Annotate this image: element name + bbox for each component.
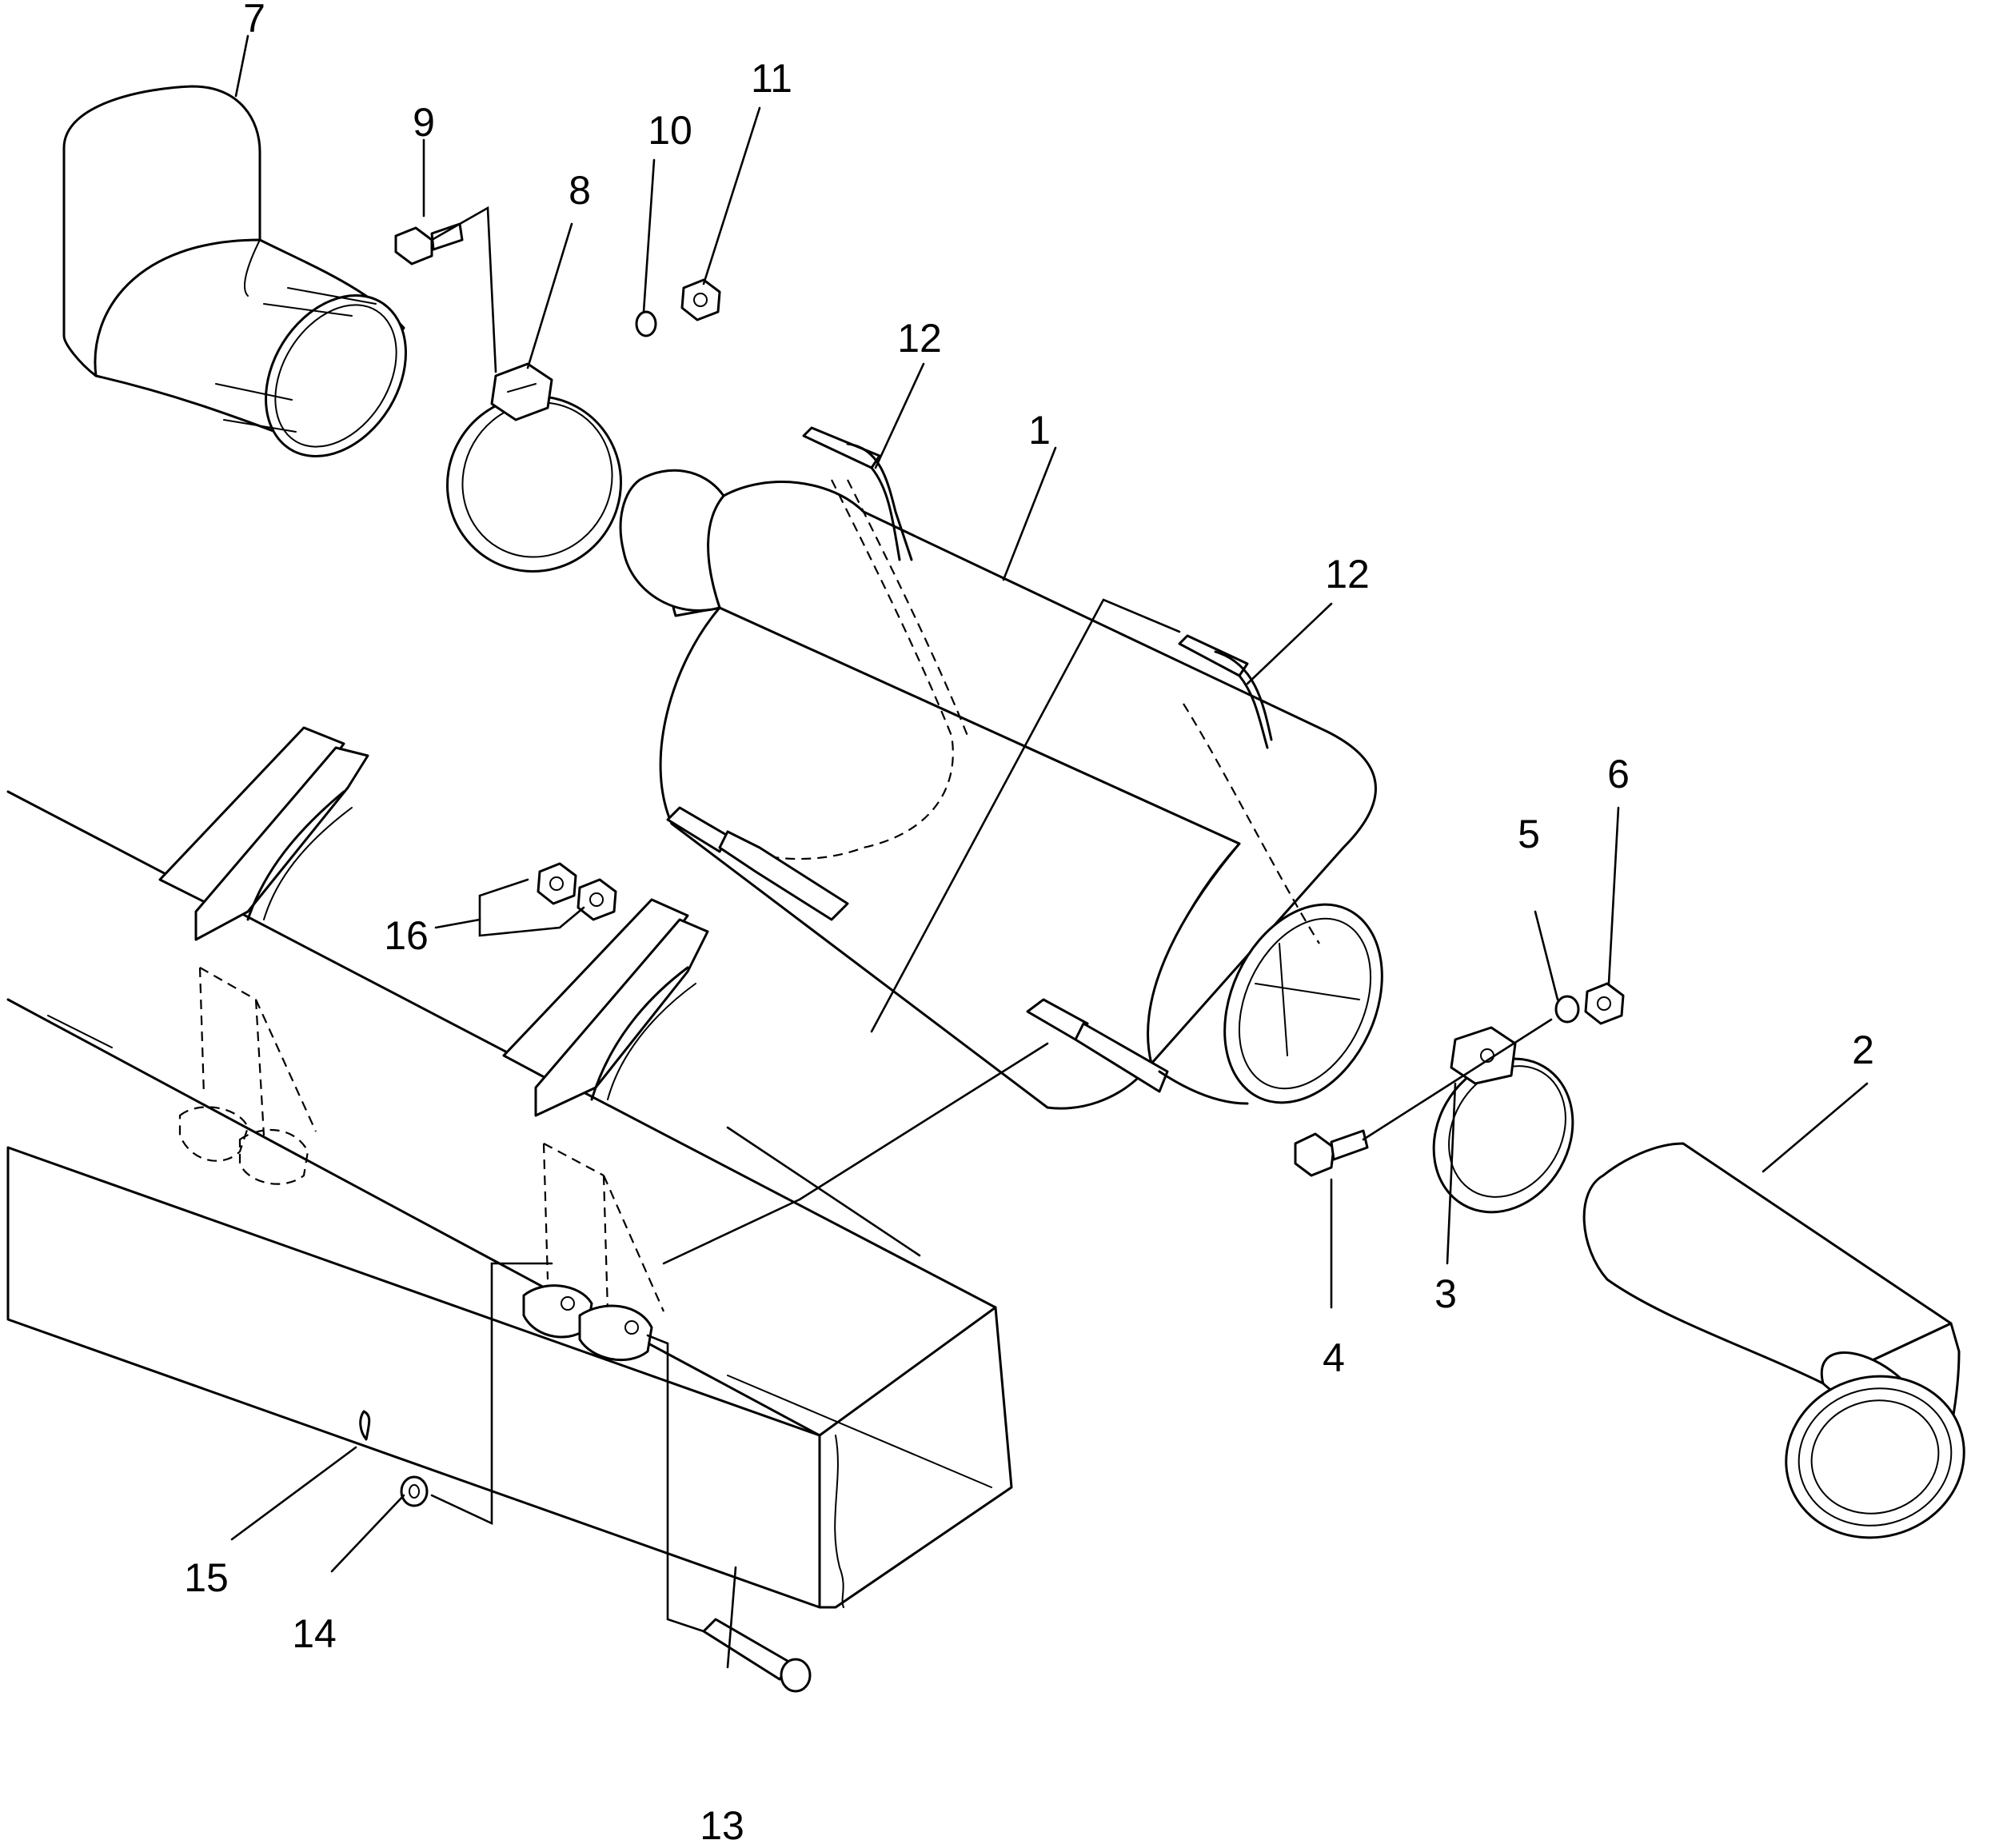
assembly-leader-1	[870, 598, 1181, 1033]
muffler-mount-studs	[666, 806, 1249, 1105]
bolt-4	[1294, 1129, 1369, 1177]
strap-12-upper	[802, 426, 913, 561]
callout-leaders	[230, 34, 1869, 1669]
callout-1: 1	[1028, 408, 1051, 453]
washer-14-hole	[409, 1484, 420, 1499]
clamp-3	[1432, 1026, 1574, 1214]
pin-13	[702, 1618, 812, 1693]
lock-washer-5	[1554, 995, 1580, 1024]
callout-4: 4	[1323, 1335, 1345, 1380]
pin-13-line	[646, 1334, 705, 1633]
nut-11	[680, 278, 721, 321]
callout-labels: 1 2 3 4 5 6 7 8 9 10 11 12 12 13 14 15 1…	[184, 0, 1874, 1848]
exhaust-elbow-pipe-2	[1582, 1142, 1965, 1539]
fastener-line-3	[1362, 1018, 1553, 1141]
exhaust-elbow-pipe-7	[62, 85, 407, 457]
callout-15: 15	[184, 1555, 229, 1600]
frame-rail	[6, 790, 1013, 1609]
washer-14-line	[430, 1262, 553, 1526]
leader-rail-front	[726, 1126, 921, 1257]
callout-14: 14	[292, 1611, 337, 1656]
callout-8: 8	[569, 168, 591, 213]
callout-16: 16	[384, 913, 429, 958]
washer-14	[400, 1475, 429, 1507]
callout-7: 7	[243, 0, 265, 41]
callout-5: 5	[1518, 812, 1540, 856]
callout-9: 9	[413, 100, 435, 145]
mount-bracket-front	[502, 898, 709, 1117]
bolt-9	[394, 222, 464, 265]
callout-6: 6	[1607, 752, 1630, 796]
callout-12-lower: 12	[1325, 552, 1370, 597]
callout-10: 10	[648, 108, 692, 153]
callout-3: 3	[1434, 1271, 1457, 1316]
spacer-16-nut-b	[577, 878, 617, 921]
spacer-16-nut-a	[537, 862, 577, 905]
lock-washer-10	[635, 310, 657, 337]
spacer-16-bracket	[478, 878, 585, 937]
callout-2: 2	[1852, 1028, 1874, 1072]
callout-13: 13	[700, 1803, 744, 1848]
hidden-mount-tabs	[178, 967, 665, 1362]
strap-12-lower	[1178, 634, 1273, 749]
cotter-pin-15	[359, 1410, 371, 1441]
mount-bracket-rear	[158, 726, 369, 941]
clamp-8	[445, 362, 623, 573]
muffler-1	[619, 469, 1383, 1110]
assembly-leader-2	[798, 1042, 1049, 1201]
nut-6	[1584, 982, 1625, 1025]
assembly-leader-3	[662, 1198, 801, 1265]
callout-11: 11	[751, 56, 792, 101]
callout-12-upper: 12	[897, 316, 942, 361]
